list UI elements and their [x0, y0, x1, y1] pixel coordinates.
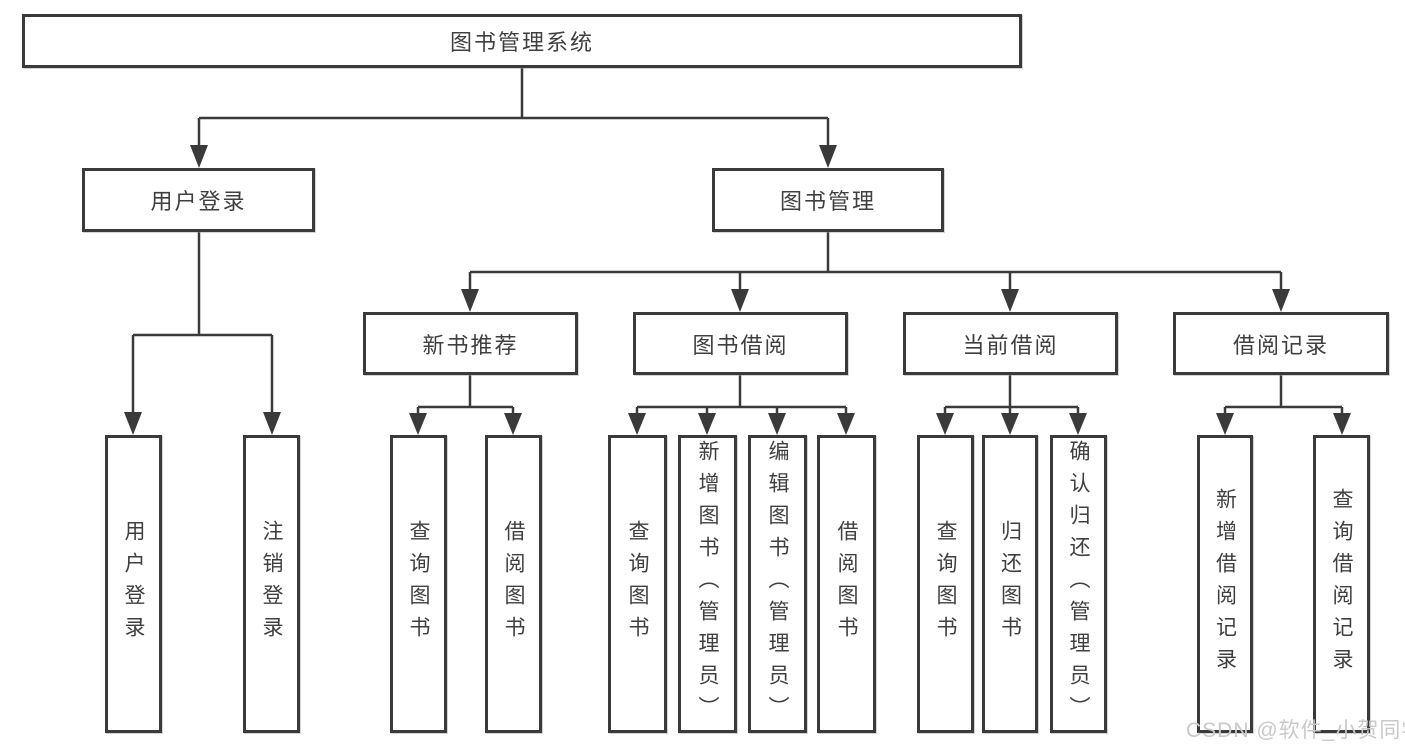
- node-root: 图书管理系统: [22, 14, 1022, 68]
- leaf-borrow-edit-books-admin: 编辑图书（管理员）: [748, 435, 807, 733]
- leaf-current-confirm-return-admin: 确认归还（管理员）: [1050, 435, 1107, 733]
- leaf-borrow-query-books: 查询图书: [608, 435, 667, 733]
- node-book-management: 图书管理: [712, 168, 944, 232]
- leaf-logout: 注销登录: [243, 435, 300, 733]
- leaf-borrow-add-books-admin-label: 新增图书（管理员）: [696, 440, 719, 728]
- leaf-borrow-borrow-books: 借阅图书: [817, 435, 876, 733]
- leaf-current-query-books-label: 查询图书: [934, 520, 957, 648]
- leaf-user-login-label: 用户登录: [122, 520, 145, 648]
- leaf-records-add-borrow-record: 新增借阅记录: [1197, 435, 1253, 733]
- csdn-watermark: CSDN @软件_小贺同学: [1186, 719, 1405, 742]
- leaf-borrow-borrow-books-label: 借阅图书: [835, 520, 858, 648]
- leaf-records-query-borrow-record: 查询借阅记录: [1313, 435, 1370, 733]
- leaf-logout-label: 注销登录: [260, 520, 283, 648]
- node-user-login-label: 用户登录: [150, 189, 247, 214]
- leaf-newbook-query-books: 查询图书: [390, 435, 447, 733]
- node-borrow-records: 借阅记录: [1173, 312, 1389, 375]
- node-book-borrow-label: 图书借阅: [692, 332, 789, 358]
- node-book-management-label: 图书管理: [779, 189, 876, 214]
- leaf-borrow-edit-books-admin-label: 编辑图书（管理员）: [766, 440, 789, 728]
- leaf-current-return-books-label: 归还图书: [998, 520, 1022, 648]
- leaf-borrow-add-books-admin: 新增图书（管理员）: [678, 435, 737, 733]
- leaf-newbook-query-books-label: 查询图书: [407, 520, 430, 648]
- node-root-label: 图书管理系统: [449, 30, 594, 55]
- leaf-user-login: 用户登录: [105, 435, 162, 733]
- node-new-book-recommend-label: 新书推荐: [422, 332, 519, 358]
- leaf-newbook-borrow-books-label: 借阅图书: [502, 520, 525, 648]
- node-current-borrow-label: 当前借阅: [962, 332, 1059, 358]
- node-new-book-recommend: 新书推荐: [363, 312, 578, 375]
- node-borrow-records-label: 借阅记录: [1232, 332, 1329, 358]
- node-current-borrow: 当前借阅: [903, 312, 1118, 375]
- leaf-current-confirm-return-admin-label: 确认归还（管理员）: [1067, 440, 1090, 728]
- leaf-current-query-books: 查询图书: [917, 435, 974, 733]
- node-book-borrow: 图书借阅: [633, 312, 848, 375]
- leaf-records-query-borrow-record-label: 查询借阅记录: [1330, 488, 1353, 680]
- leaf-current-return-books: 归还图书: [982, 435, 1038, 733]
- leaf-borrow-query-books-label: 查询图书: [626, 520, 649, 648]
- leaf-records-add-borrow-record-label: 新增借阅记录: [1213, 488, 1237, 680]
- node-user-login: 用户登录: [82, 168, 315, 232]
- leaf-newbook-borrow-books: 借阅图书: [485, 435, 542, 733]
